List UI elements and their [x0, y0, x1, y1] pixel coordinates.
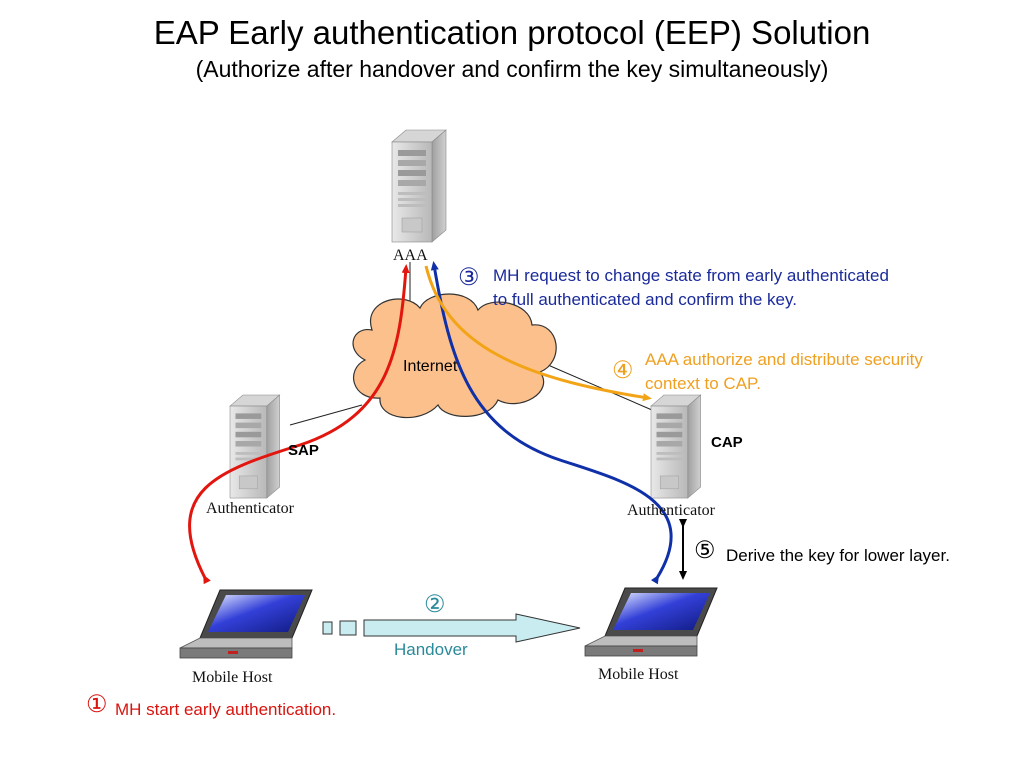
step1-text: MH start early authentication. — [115, 700, 337, 719]
step3-number: ③ — [458, 264, 480, 291]
step2-text: Handover — [394, 640, 468, 659]
handover-arrow — [322, 613, 581, 643]
step3-text-line2: to full authenticated and confirm the ke… — [493, 290, 797, 309]
distribute-context-arrow-orange — [424, 265, 652, 402]
sap-label: SAP — [288, 442, 319, 459]
step4-text-line2: context to CAP. — [645, 374, 761, 393]
sap-authenticator-label: Authenticator — [206, 500, 294, 517]
aaa-server-icon — [391, 129, 447, 243]
step4-text-line1: AAA authorize and distribute security — [645, 350, 923, 369]
mobile-host-right-label: Mobile Host — [598, 666, 679, 683]
early-auth-arrow-red — [188, 264, 410, 585]
aaa-label: AAA — [393, 247, 428, 264]
step5-text: Derive the key for lower layer. — [726, 546, 950, 565]
cap-server-icon — [650, 394, 702, 499]
mobile-host-left-label: Mobile Host — [192, 669, 273, 686]
full-auth-arrow-blue — [430, 261, 673, 585]
step2-number: ② — [424, 591, 446, 618]
mobile-host-right-laptop-icon — [584, 587, 718, 657]
cap-label: CAP — [711, 434, 743, 451]
sap-server-icon — [229, 394, 281, 499]
step3-text-line1: MH request to change state from early au… — [493, 266, 889, 285]
mobile-host-left-laptop-icon — [179, 589, 313, 659]
slide-subtitle: (Authorize after handover and confirm th… — [195, 56, 829, 82]
internet-label: Internet — [403, 358, 458, 375]
slide-title: EAP Early authentication protocol (EEP) … — [153, 14, 871, 51]
step5-number: ⑤ — [694, 537, 716, 564]
step4-number: ④ — [612, 357, 634, 384]
cap-authenticator-label: Authenticator — [627, 502, 715, 519]
step1-number: ① — [86, 691, 108, 718]
